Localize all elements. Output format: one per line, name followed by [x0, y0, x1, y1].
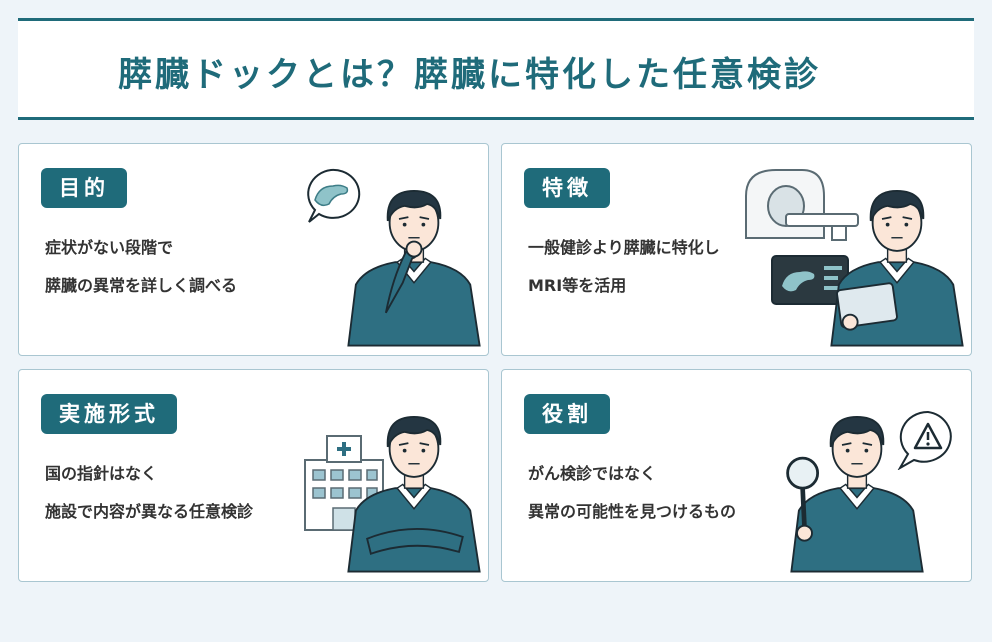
card-text-line: 国の指針はなく	[45, 464, 158, 483]
card-role: 役割 がん検診ではなく 異常の可能性を見つけるもの	[501, 369, 972, 582]
card-text-line: 一般健診より膵臓に特化し	[528, 238, 720, 257]
page-title: 膵臓ドックとは？膵臓に特化した任意検診	[118, 55, 821, 95]
pancreas-thought-bubble-icon	[307, 168, 361, 223]
card-text-line: がん検診ではなく	[528, 464, 657, 483]
man-with-magnifier-icon	[786, 415, 924, 573]
card-purpose: 目的 症状がない段階で 膵臓の異常を詳しく調べる	[18, 143, 489, 356]
card-label-features: 特徴	[524, 168, 610, 208]
card-text-line: 異常の可能性を見つけるもの	[528, 502, 737, 521]
card-label-role: 役割	[524, 394, 610, 434]
card-format: 実施形式 国の指針はなく 施設で内容が異なる任意検診	[18, 369, 489, 582]
card-text-line: MRI等を活用	[528, 276, 627, 295]
thinking-man-icon	[347, 189, 481, 347]
hospital-building-icon	[304, 435, 384, 531]
card-features: 特徴 一般健診より膵臓に特化し MRI等を活用	[501, 143, 972, 356]
card-text-line: 症状がない段階で	[45, 238, 174, 257]
man-with-tablet-icon	[830, 189, 964, 347]
title-banner: 膵臓ドックとは？膵臓に特化した任意検診	[18, 18, 974, 120]
card-label-format: 実施形式	[41, 394, 177, 434]
warning-bubble-icon	[897, 410, 952, 470]
card-label-purpose: 目的	[41, 168, 127, 208]
mri-scanner-icon	[745, 169, 859, 241]
card-text-line: 施設で内容が異なる任意検診	[45, 502, 254, 521]
monitor-pancreas-image-icon	[771, 255, 849, 305]
card-text-line: 膵臓の異常を詳しく調べる	[45, 276, 238, 295]
man-arms-crossed-icon	[347, 415, 481, 573]
